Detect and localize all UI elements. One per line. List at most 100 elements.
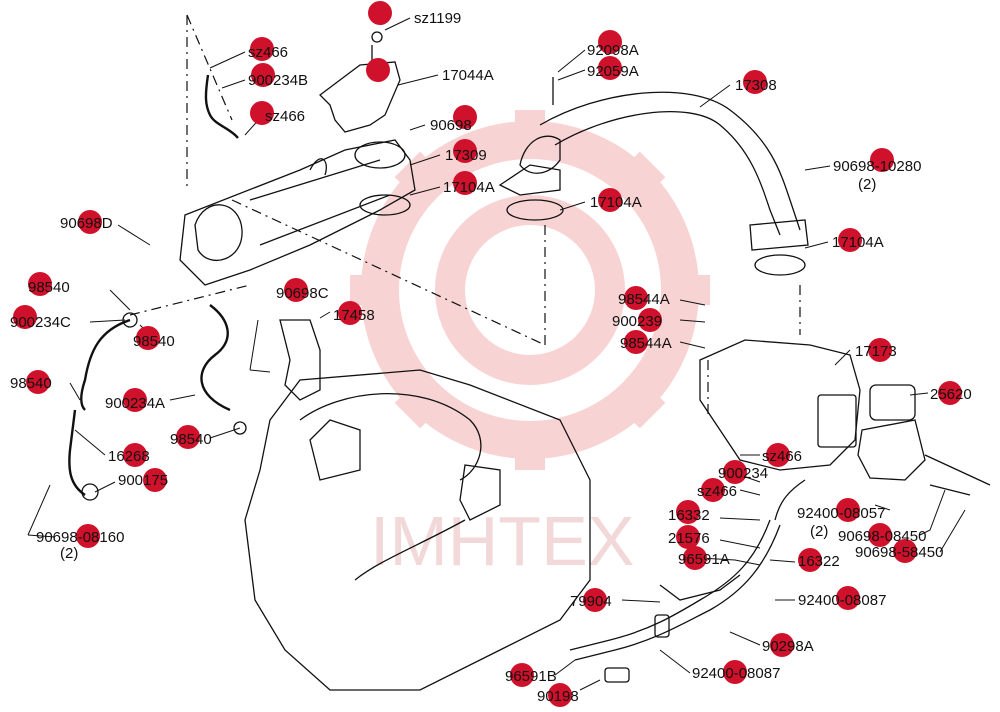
label-92098a[interactable]: 92098A bbox=[587, 42, 639, 59]
marker-92400-08057[interactable] bbox=[836, 498, 860, 522]
label-sz466-b[interactable]: sz466 bbox=[265, 108, 305, 125]
label-17458[interactable]: 17458 bbox=[333, 307, 375, 324]
label-sz1199[interactable]: sz1199 bbox=[414, 10, 461, 27]
marker-900175[interactable] bbox=[143, 468, 167, 492]
marker-sz466-a[interactable] bbox=[250, 37, 274, 61]
label-16322[interactable]: 16322 bbox=[798, 553, 840, 570]
label-900234c[interactable]: 900234C bbox=[10, 314, 71, 331]
marker-17173[interactable] bbox=[868, 338, 892, 362]
marker-92059a[interactable] bbox=[598, 56, 622, 80]
label-92400-08057[interactable]: 92400-08057 bbox=[797, 505, 885, 522]
engine-block bbox=[244, 369, 591, 691]
marker-21576[interactable] bbox=[676, 525, 700, 549]
marker-900234[interactable] bbox=[723, 460, 747, 484]
marker-90698-10280[interactable] bbox=[870, 148, 894, 172]
label-98544a-1[interactable]: 98544A bbox=[618, 291, 670, 308]
label-98540-a[interactable]: 98540 bbox=[28, 279, 70, 296]
marker-90698-58450[interactable] bbox=[893, 539, 917, 563]
label-90198[interactable]: 90198 bbox=[537, 688, 579, 705]
marker-98544a-1[interactable] bbox=[624, 286, 648, 310]
parts-drawing bbox=[68, 14, 991, 691]
label-90698-58450[interactable]: 90698-58450 bbox=[855, 544, 943, 561]
label-92400-08087-b[interactable]: 92400-08087 bbox=[692, 665, 780, 682]
label-17044a[interactable]: 17044A bbox=[442, 67, 494, 84]
marker-900234c[interactable] bbox=[13, 305, 37, 329]
marker-92098a[interactable] bbox=[598, 30, 622, 54]
marker-900234b[interactable] bbox=[251, 63, 275, 87]
label-21576[interactable]: 21576 bbox=[668, 530, 710, 547]
marker-79904[interactable] bbox=[583, 588, 607, 612]
label-96591a[interactable]: 96591A bbox=[678, 551, 730, 568]
marker-90698-08160[interactable] bbox=[76, 524, 100, 548]
marker-sz1199[interactable] bbox=[368, 1, 392, 25]
marker-16332[interactable] bbox=[676, 500, 700, 524]
marker-17309[interactable] bbox=[453, 139, 477, 163]
marker-16322[interactable] bbox=[798, 548, 822, 572]
marker-98540-a[interactable] bbox=[28, 272, 52, 296]
watermark-gear-logo bbox=[350, 110, 710, 470]
marker-90298a[interactable] bbox=[770, 633, 794, 657]
exhaust-pipe-part bbox=[498, 77, 809, 251]
label-900175[interactable]: 900175 bbox=[118, 472, 168, 489]
label-90698-08160[interactable]: 90698-08160 bbox=[36, 529, 124, 546]
marker-90698-08450[interactable] bbox=[868, 523, 892, 547]
label-17309[interactable]: 17309 bbox=[445, 147, 487, 164]
marker-17104a-2[interactable] bbox=[598, 188, 622, 212]
label-16332[interactable]: 16332 bbox=[668, 507, 710, 524]
label-17104a-1[interactable]: 17104A bbox=[443, 179, 495, 196]
marker-sz466-b[interactable] bbox=[250, 101, 274, 125]
marker-90698d[interactable] bbox=[78, 210, 102, 234]
marker-16268[interactable] bbox=[123, 443, 147, 467]
label-90698d[interactable]: 90698D bbox=[60, 215, 113, 232]
marker-900239[interactable] bbox=[638, 308, 662, 332]
label-25620[interactable]: 25620 bbox=[930, 386, 972, 403]
marker-92400-08087-a[interactable] bbox=[836, 586, 860, 610]
marker-90698[interactable] bbox=[453, 105, 477, 129]
label-90698-08450[interactable]: 90698-08450 bbox=[838, 528, 926, 545]
marker-17458[interactable] bbox=[338, 301, 362, 325]
marker-sz466-c[interactable] bbox=[766, 443, 790, 467]
label-16268[interactable]: 16268 bbox=[108, 448, 150, 465]
label-sz466-a[interactable]: sz466 bbox=[248, 44, 288, 61]
label-90698-10280[interactable]: 90698-10280 bbox=[833, 158, 921, 175]
marker-98540-d[interactable] bbox=[176, 425, 200, 449]
label-sz466-c[interactable]: sz466 bbox=[762, 448, 802, 465]
marker-98544a-2[interactable] bbox=[624, 330, 648, 354]
label-17104a-3[interactable]: 17104A bbox=[832, 234, 884, 251]
label-90698c[interactable]: 90698C bbox=[276, 285, 329, 302]
marker-17104a-1[interactable] bbox=[453, 171, 477, 195]
part-labels: sz1199 sz466 900234B sz466 17044A 92098A… bbox=[10, 10, 972, 705]
label-98544a-2[interactable]: 98544A bbox=[620, 335, 672, 352]
marker-25620[interactable] bbox=[938, 381, 962, 405]
marker-98540-b[interactable] bbox=[136, 326, 160, 350]
coolant-pipe-16268 bbox=[68, 409, 86, 496]
marker-96591b[interactable] bbox=[510, 663, 534, 687]
label-79904[interactable]: 79904 bbox=[570, 593, 612, 610]
marker-98540-c[interactable] bbox=[26, 370, 50, 394]
label-98540-c[interactable]: 98540 bbox=[10, 375, 52, 392]
label-17308[interactable]: 17308 bbox=[735, 77, 777, 94]
label-92059a[interactable]: 92059A bbox=[587, 63, 639, 80]
label-17104a-2[interactable]: 17104A bbox=[590, 194, 642, 211]
label-98540-d[interactable]: 98540 bbox=[170, 431, 212, 448]
marker-sz466-d[interactable] bbox=[701, 478, 725, 502]
marker-92400-08087-b[interactable] bbox=[723, 660, 747, 684]
marker-96591a[interactable] bbox=[683, 546, 707, 570]
marker-17308[interactable] bbox=[743, 70, 767, 94]
label-90698[interactable]: 90698 bbox=[430, 117, 472, 134]
label-900234b[interactable]: 900234B bbox=[248, 72, 308, 89]
label-900234[interactable]: 900234 bbox=[718, 465, 768, 482]
marker-17104a-3[interactable] bbox=[838, 228, 862, 252]
marker-17044a[interactable] bbox=[366, 58, 390, 82]
marker-90698c[interactable] bbox=[284, 278, 308, 302]
label-90298a[interactable]: 90298A bbox=[762, 638, 814, 655]
marker-90198[interactable] bbox=[548, 683, 572, 707]
label-96591b[interactable]: 96591B bbox=[505, 668, 557, 685]
label-900239[interactable]: 900239 bbox=[612, 313, 662, 330]
label-98540-b[interactable]: 98540 bbox=[133, 333, 175, 350]
label-92400-08087-a[interactable]: 92400-08087 bbox=[798, 592, 886, 609]
marker-900234a[interactable] bbox=[123, 388, 147, 412]
label-sz466-d[interactable]: sz466 bbox=[697, 483, 737, 500]
label-900234a[interactable]: 900234A bbox=[105, 395, 165, 412]
label-17173[interactable]: 17173 bbox=[855, 343, 897, 360]
